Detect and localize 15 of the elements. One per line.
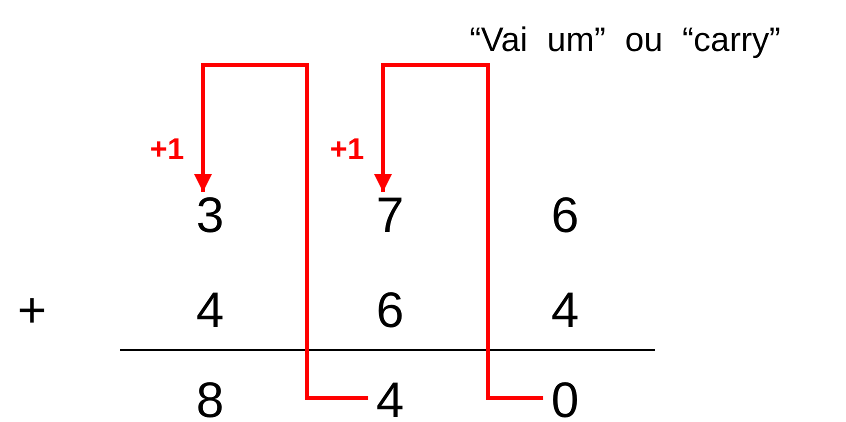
digit: 7	[376, 190, 404, 240]
digit: 6	[376, 285, 404, 335]
plus-sign: +	[17, 285, 47, 335]
digit: 4	[196, 285, 224, 335]
heading-text: “Vai um” ou “carry”	[470, 23, 780, 57]
carry-arrow	[374, 63, 544, 400]
digit: 8	[196, 375, 224, 422]
digit: 4	[376, 375, 404, 422]
carry-label: +1	[330, 135, 364, 165]
digit: 6	[551, 190, 579, 240]
carry-arrow	[194, 63, 368, 400]
digit: 4	[551, 285, 579, 335]
digit: 0	[551, 375, 579, 422]
digit: 3	[196, 190, 224, 240]
carry-label: +1	[150, 135, 184, 165]
